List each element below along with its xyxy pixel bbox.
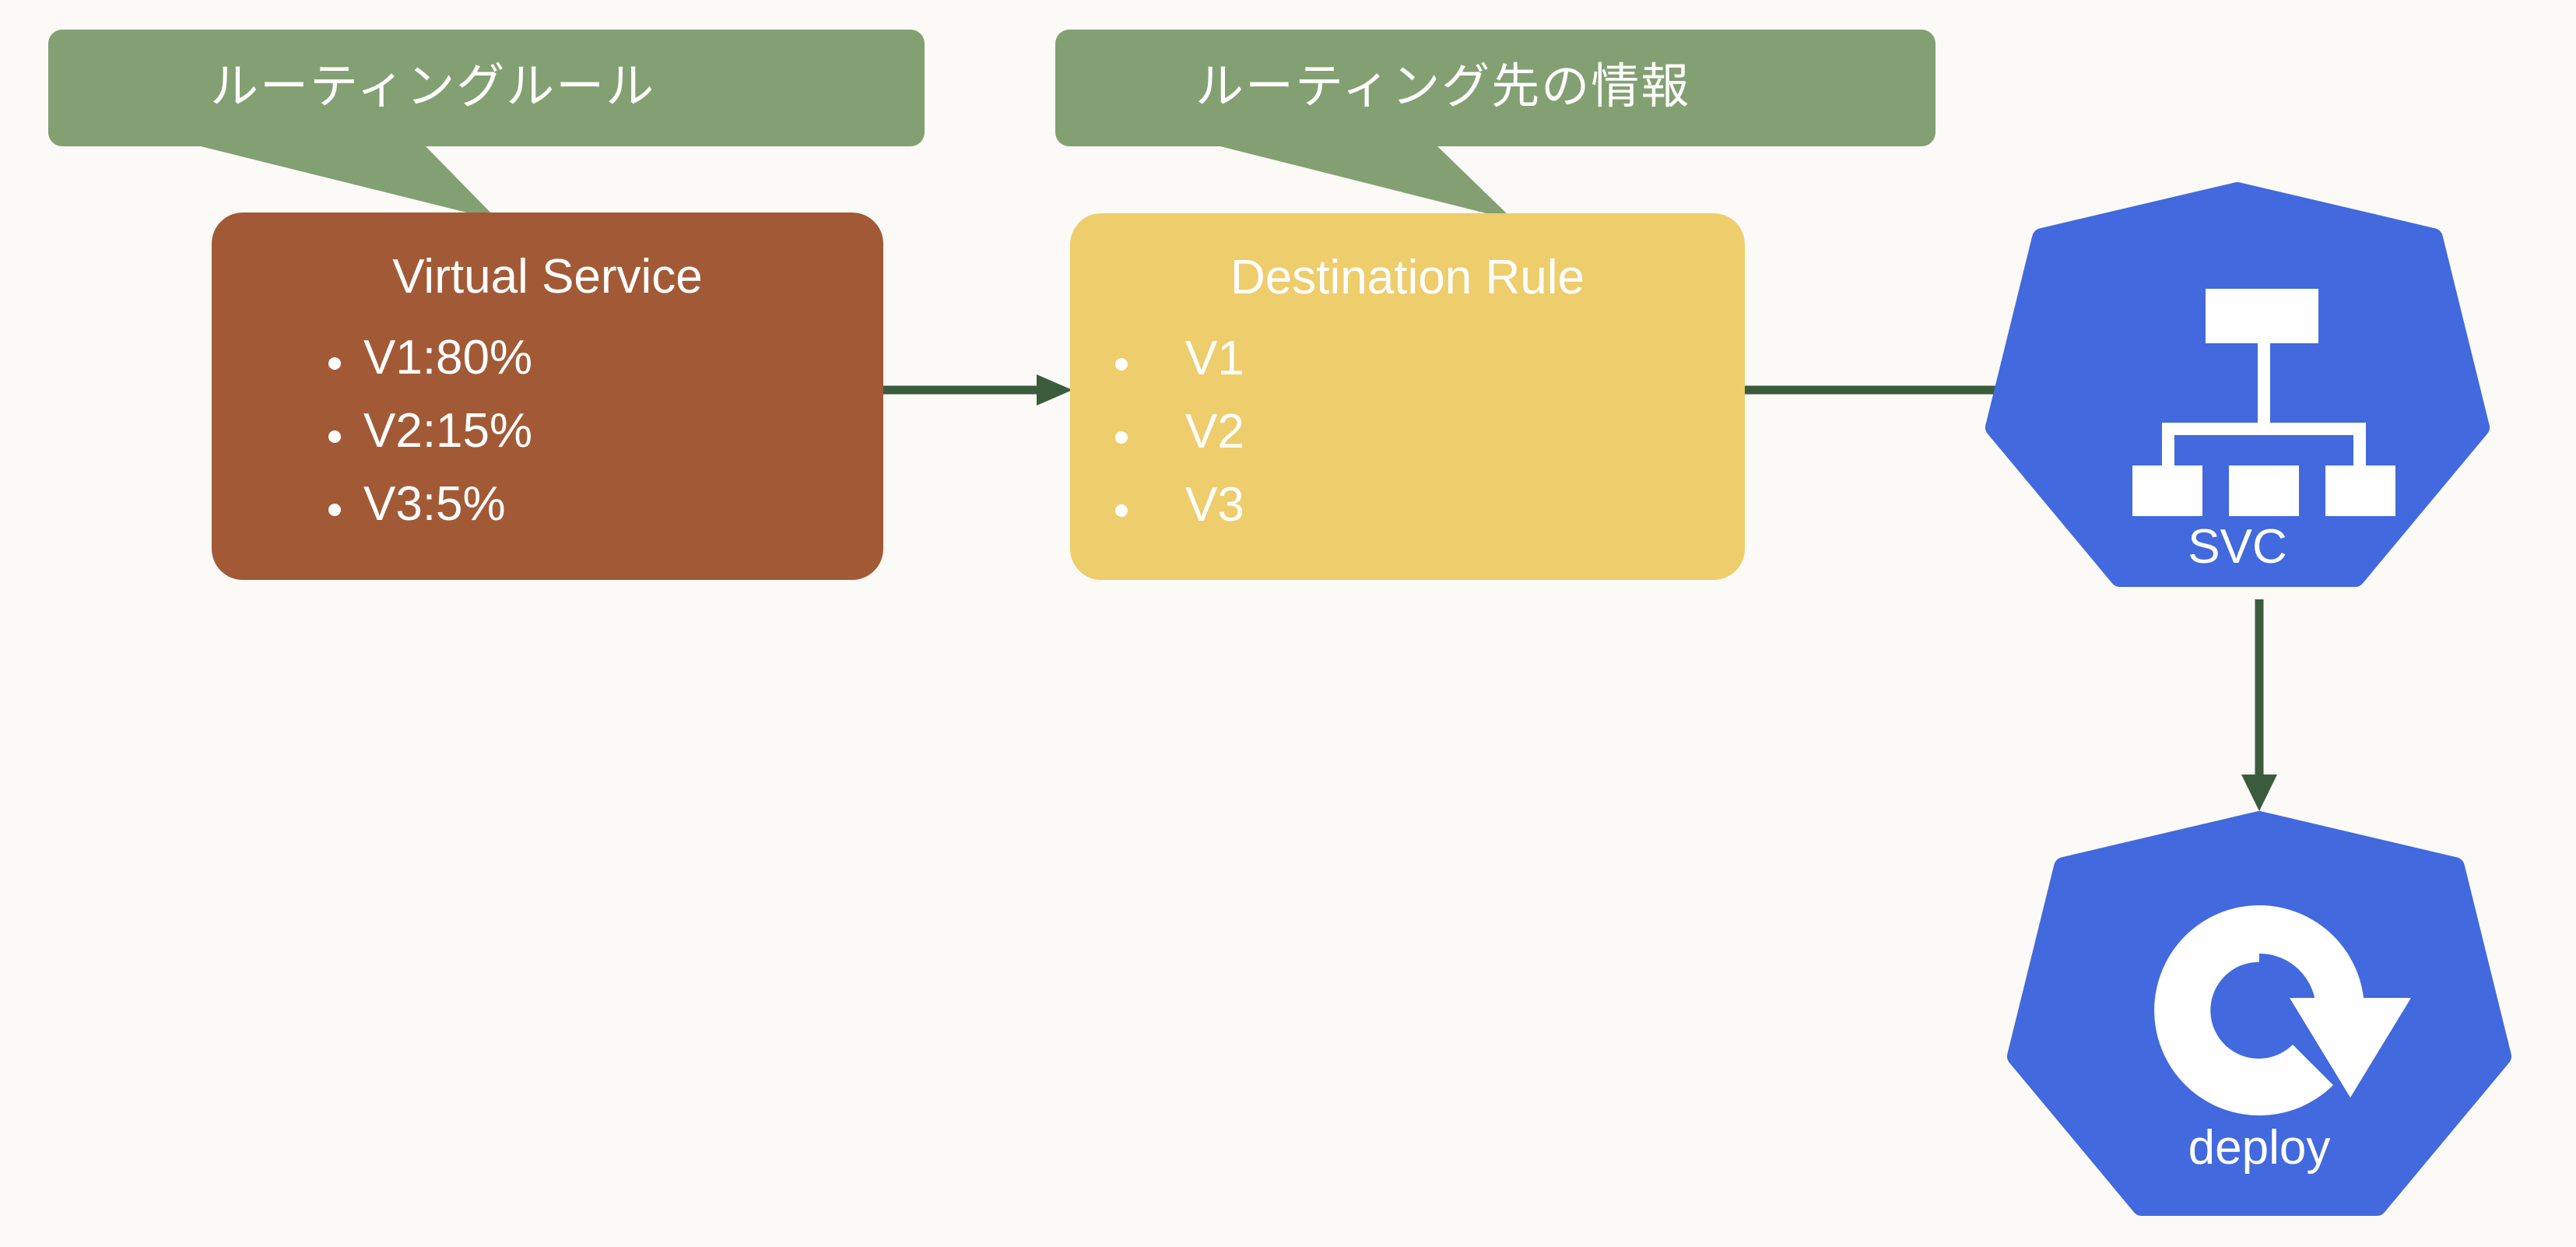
destination-rule-box[interactable]: Destination Rule V1 V2 V3: [1070, 213, 1745, 580]
deploy-node[interactable]: deploy: [2009, 813, 2510, 1217]
destination-rule-item-list: V1 V2 V3: [1070, 332, 1745, 557]
bullet-dot-icon: [328, 504, 341, 516]
list-item[interactable]: V1: [1070, 332, 1745, 411]
bullet-dot-icon: [328, 430, 341, 443]
bullet-dot-icon: [1115, 431, 1128, 444]
list-item-label: V3:5%: [363, 477, 506, 531]
callout-tail-routing-rule: [195, 145, 498, 220]
arrow-vs-to-dr: [883, 374, 1072, 406]
callout-tail-routing-destination-info: [1214, 145, 1514, 220]
destination-rule-title: Destination Rule: [1230, 251, 1585, 304]
svc-node-label: SVC: [2188, 520, 2287, 574]
list-item[interactable]: V3:5%: [212, 477, 883, 557]
bullet-dot-icon: [328, 357, 341, 370]
list-item-label: V1: [1185, 332, 1244, 385]
callout-label-routing-destination-info: ルーティング先の情報: [1195, 58, 1691, 114]
svc-node[interactable]: SVC: [1987, 184, 2488, 588]
list-item[interactable]: V1:80%: [212, 331, 883, 410]
virtual-service-title: Virtual Service: [392, 250, 703, 304]
list-item-label: V3: [1185, 478, 1244, 532]
callout-label-routing-rule: ルーティングルール: [210, 58, 656, 114]
arrow-svc-to-deploy: [2241, 599, 2277, 811]
list-item-label: V1:80%: [363, 331, 533, 385]
list-item-label: V2: [1185, 405, 1244, 458]
bullet-dot-icon: [1115, 358, 1128, 371]
deploy-node-label: deploy: [2188, 1121, 2331, 1175]
list-item-label: V2:15%: [363, 404, 533, 458]
virtual-service-box[interactable]: Virtual Service V1:80% V2:15% V3:5%: [212, 213, 883, 580]
list-item[interactable]: V2:15%: [212, 404, 883, 483]
list-item[interactable]: V3: [1070, 478, 1745, 557]
bullet-dot-icon: [1115, 504, 1128, 517]
list-item[interactable]: V2: [1070, 405, 1745, 484]
virtual-service-item-list: V1:80% V2:15% V3:5%: [212, 331, 883, 557]
